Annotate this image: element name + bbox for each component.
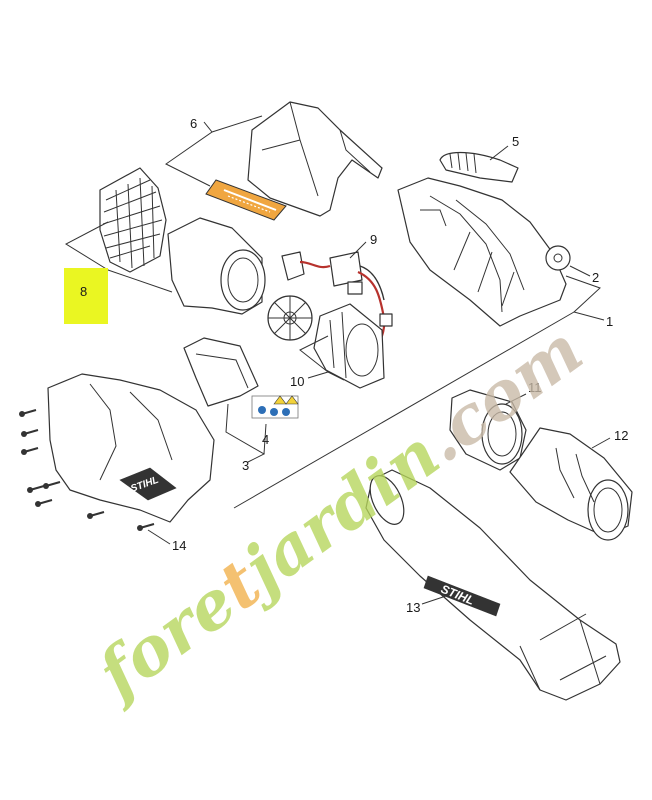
callout-1: 1 (606, 314, 613, 329)
callout-14: 14 (172, 538, 186, 553)
part-2-washer (545, 245, 571, 271)
screws (19, 409, 155, 531)
part-3-bracket (183, 337, 259, 407)
part-8-intake-housing (167, 217, 266, 315)
callout-3: 3 (242, 458, 249, 473)
part-9-wiring-harness (281, 251, 393, 361)
callout-11: 11 (528, 380, 542, 395)
callout-2: 2 (592, 270, 599, 285)
callouts: 6 5 9 2 8 1 10 11 12 4 3 14 13 (80, 116, 628, 615)
part-8-intake-grille (99, 167, 167, 273)
part-10-motor (313, 303, 385, 389)
part-14-housing-half: STIHL (47, 373, 215, 523)
part-6-top-cover (247, 101, 383, 217)
part-11-nozzle-adapter (449, 389, 527, 471)
part-13-blow-tube: STIHL (365, 469, 621, 701)
callout-10: 10 (290, 374, 304, 389)
callout-9: 9 (370, 232, 377, 247)
callout-12: 12 (614, 428, 628, 443)
callout-6: 6 (190, 116, 197, 131)
highlight-box (64, 268, 108, 324)
part-5-grip (439, 151, 519, 183)
callout-5: 5 (512, 134, 519, 149)
part-6-filter (205, 179, 287, 221)
part-10-fan (267, 295, 313, 341)
part-1-main-housing (397, 177, 567, 327)
part-12-round-nozzle (509, 427, 633, 541)
callout-13: 13 (406, 600, 420, 615)
callout-8: 8 (80, 284, 87, 299)
part-4-warning-labels (251, 395, 299, 419)
callout-4: 4 (262, 432, 269, 447)
